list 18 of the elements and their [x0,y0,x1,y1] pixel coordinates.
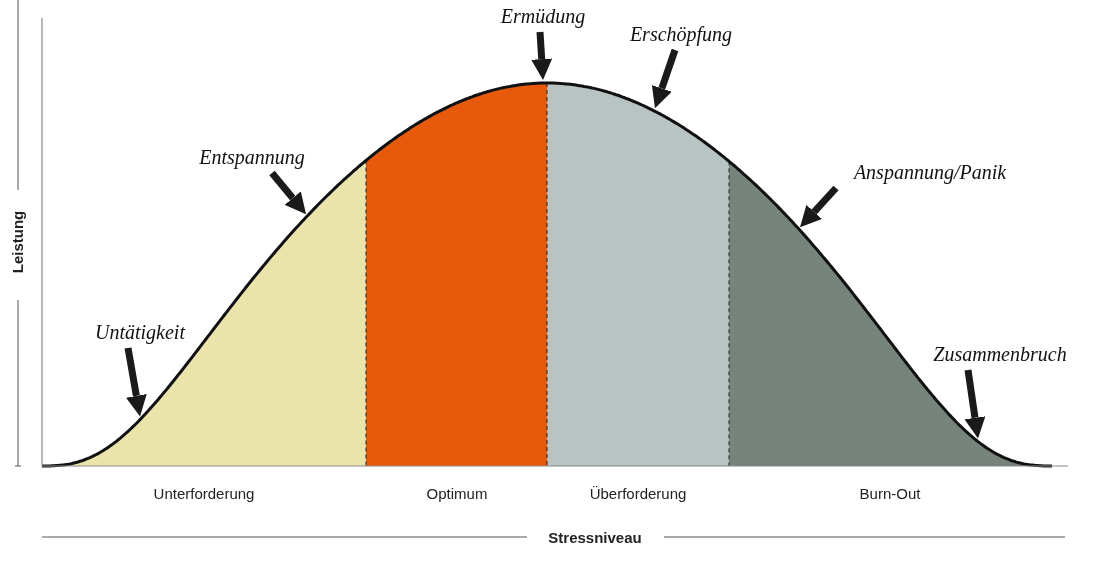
callout-label: Erschöpfung [629,24,733,44]
arrow [269,170,307,215]
arrow [651,48,679,109]
axis-title: Stressniveau [548,527,642,548]
callout-label: Ermüdung [500,6,586,26]
callout-label: Zusammenbruch [933,344,1067,364]
zone-label: Optimum [426,483,488,504]
callout-label: Anspannung/Panik [853,162,1007,182]
callout-label: Entspannung [199,147,305,167]
arrow [124,347,147,417]
zone-label: Überforderung [589,483,687,504]
zone-label: Burn-Out [859,483,921,504]
arrow [964,369,986,439]
arrow [800,185,839,228]
callout-label: Untätigkeit [95,322,185,342]
arrow [531,31,553,81]
zone-label: Unterforderung [153,483,255,504]
axis-title: Leistung [7,210,27,274]
